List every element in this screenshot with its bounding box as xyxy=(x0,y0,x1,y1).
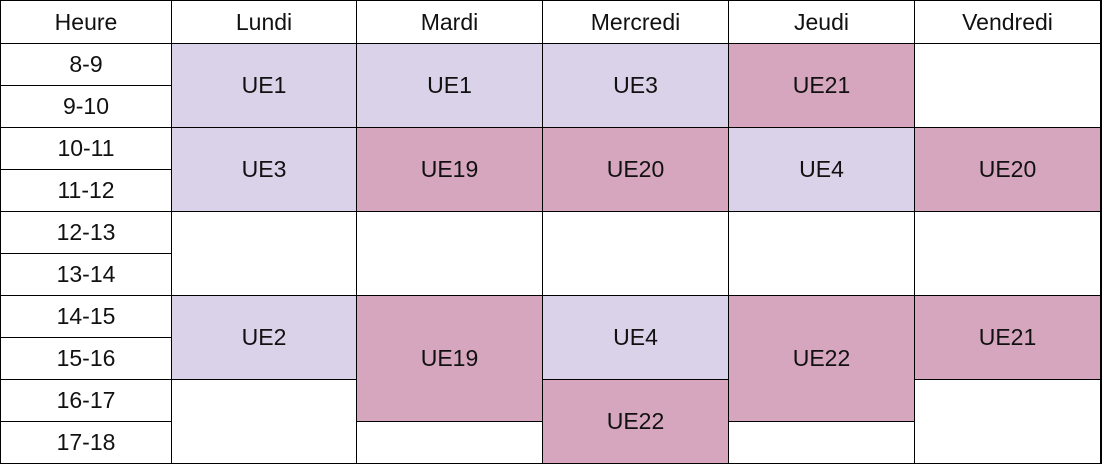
course-ue22: UE22 xyxy=(729,296,915,422)
hour-cell: 11-12 xyxy=(1,170,172,212)
course-ue20: UE20 xyxy=(543,128,729,212)
empty-slot xyxy=(915,380,1101,463)
course-ue1: UE1 xyxy=(172,44,357,128)
course-ue4: UE4 xyxy=(543,296,729,380)
header-day-mercredi: Mercredi xyxy=(543,1,729,44)
empty-slot xyxy=(729,422,915,463)
header-day-mardi: Mardi xyxy=(357,1,543,44)
hour-cell: 9-10 xyxy=(1,86,172,128)
course-ue4: UE4 xyxy=(729,128,915,212)
hour-cell: 12-13 xyxy=(1,212,172,254)
course-ue2: UE2 xyxy=(172,296,357,380)
hour-cell: 13-14 xyxy=(1,254,172,296)
empty-slot xyxy=(729,212,915,296)
course-ue1: UE1 xyxy=(357,44,543,128)
header-day-vendredi: Vendredi xyxy=(915,1,1101,44)
course-ue21: UE21 xyxy=(915,296,1101,380)
course-ue3: UE3 xyxy=(172,128,357,212)
header-day-jeudi: Jeudi xyxy=(729,1,915,44)
header-day-lundi: Lundi xyxy=(172,1,357,44)
course-ue22: UE22 xyxy=(543,380,729,463)
hour-cell: 15-16 xyxy=(1,338,172,380)
hour-cell: 14-15 xyxy=(1,296,172,338)
course-ue3: UE3 xyxy=(543,44,729,128)
course-ue19: UE19 xyxy=(357,296,543,422)
course-ue21: UE21 xyxy=(729,44,915,128)
hour-cell: 10-11 xyxy=(1,128,172,170)
course-ue20: UE20 xyxy=(915,128,1101,212)
empty-slot xyxy=(172,380,357,463)
empty-slot xyxy=(357,212,543,296)
empty-slot xyxy=(172,212,357,296)
empty-slot xyxy=(543,212,729,296)
hour-cell: 16-17 xyxy=(1,380,172,422)
course-ue19: UE19 xyxy=(357,128,543,212)
empty-slot xyxy=(357,422,543,463)
hour-cell: 8-9 xyxy=(1,44,172,86)
empty-slot xyxy=(915,44,1101,128)
hour-cell: 17-18 xyxy=(1,422,172,463)
header-hour: Heure xyxy=(1,1,172,44)
empty-slot xyxy=(915,212,1101,296)
